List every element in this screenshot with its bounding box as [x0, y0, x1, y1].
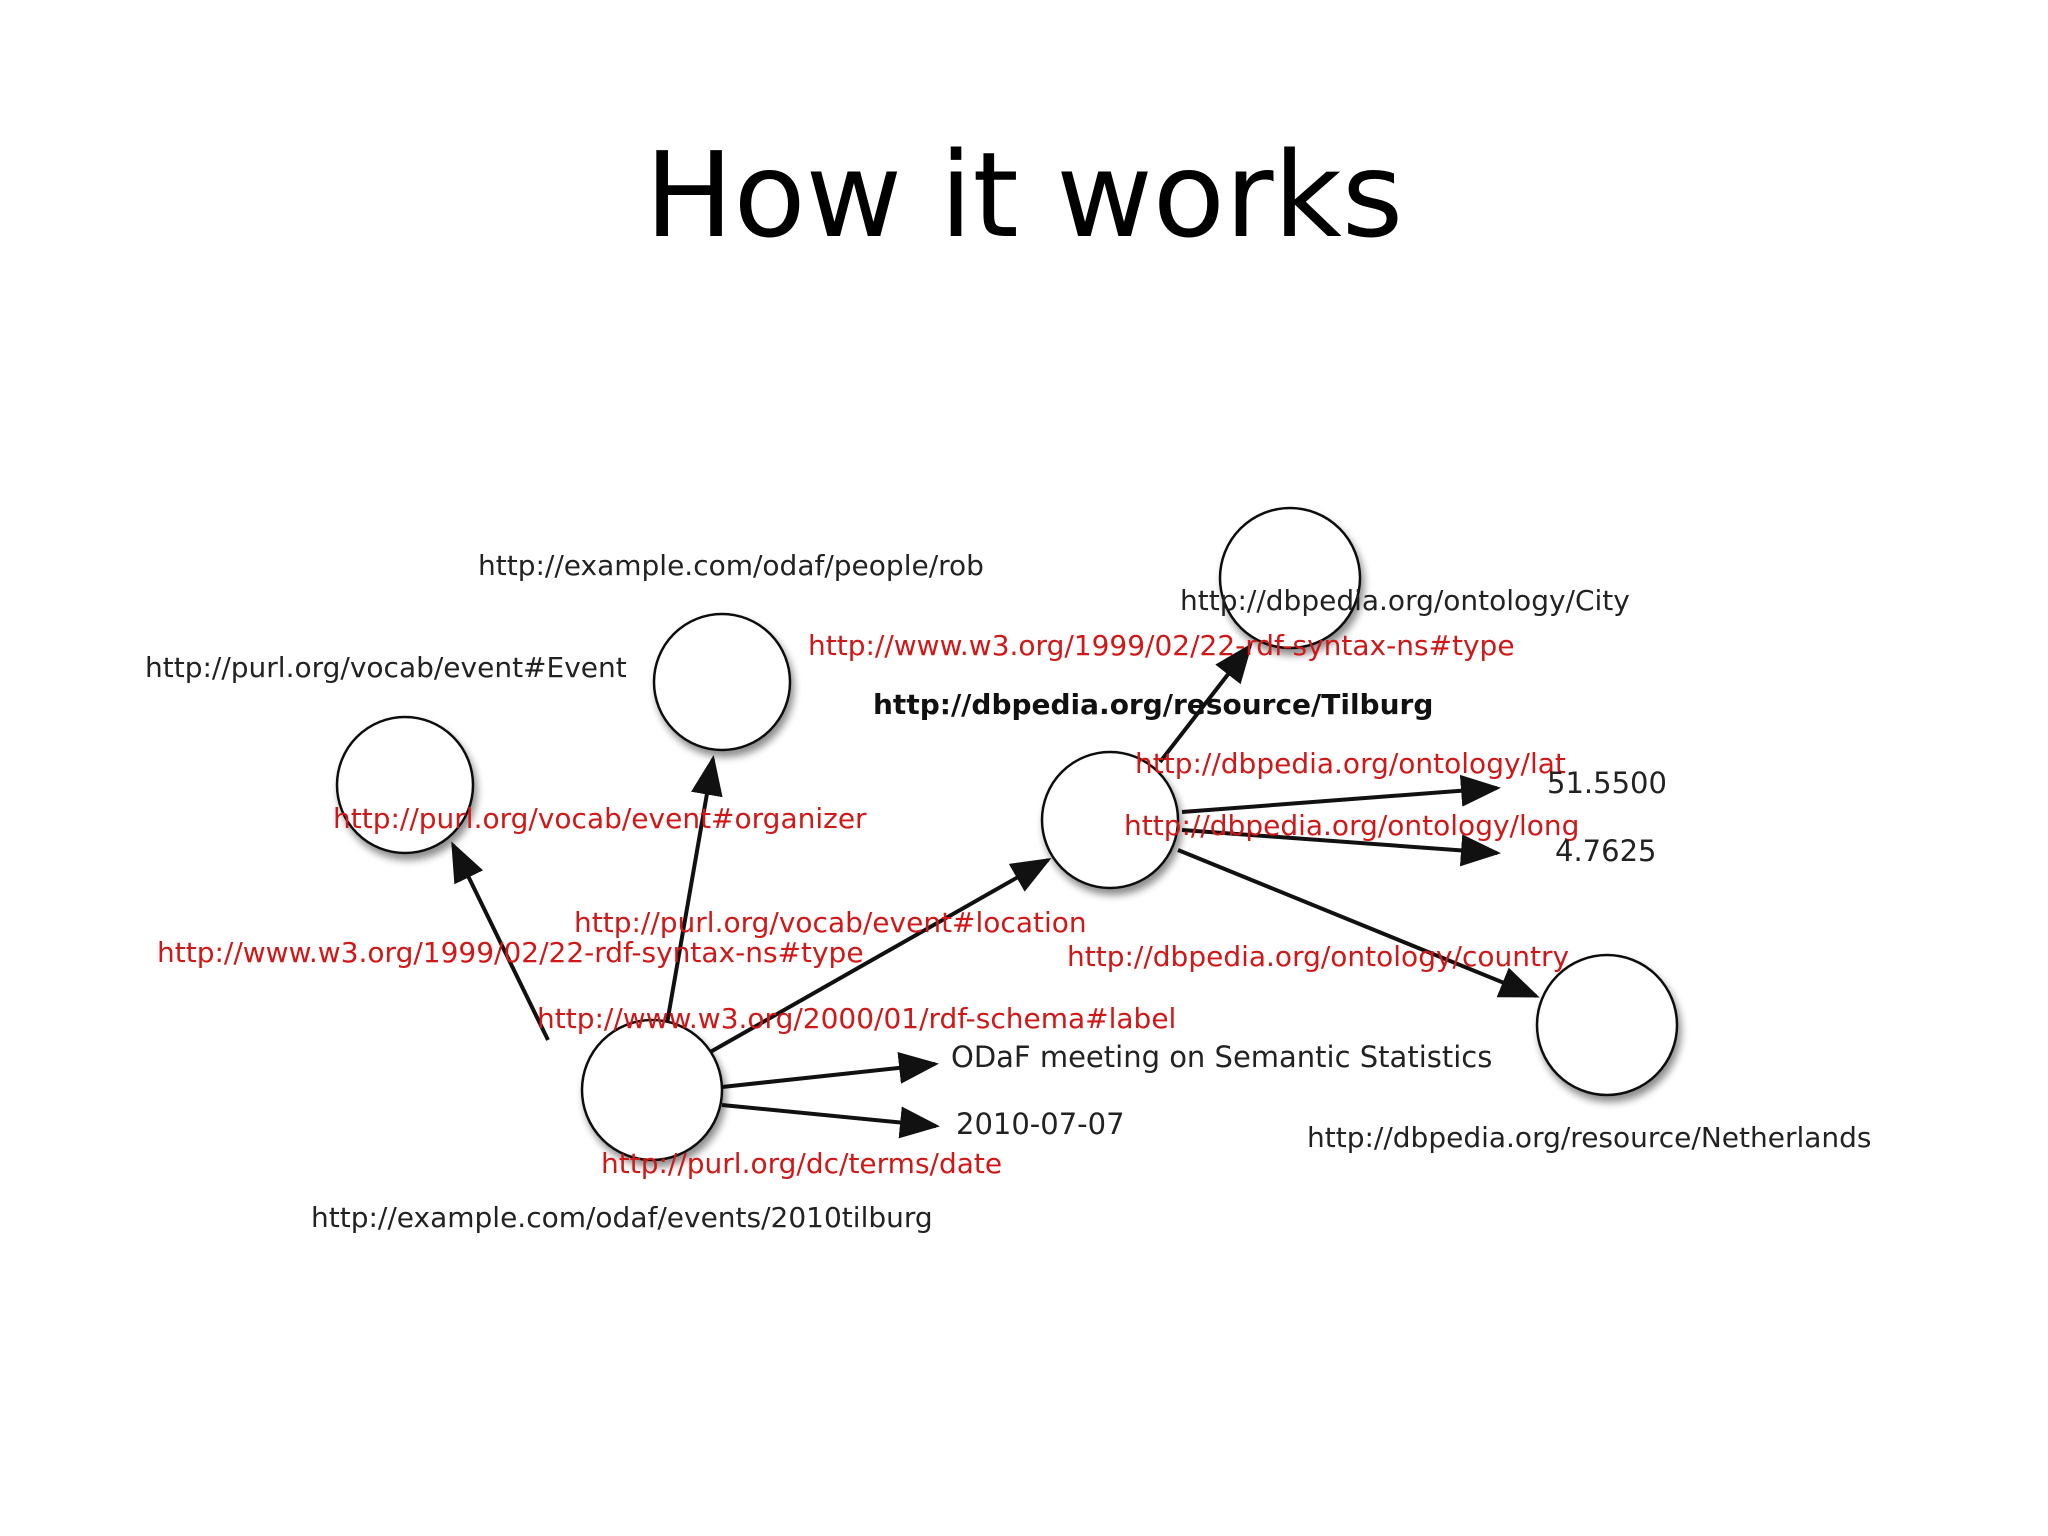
node-label-event-class: http://purl.org/vocab/event#Event: [145, 651, 627, 684]
edge-date: [721, 1103, 940, 1139]
predicate-label-event-type: http://www.w3.org/1999/02/22-rdf-syntax-…: [157, 936, 864, 969]
predicate-label-location: http://purl.org/vocab/event#location: [574, 906, 1087, 939]
edge-label: [721, 1051, 939, 1089]
node-label-rob: http://example.com/odaf/people/rob: [478, 549, 984, 582]
literal-lat: 51.5500: [1547, 766, 1667, 800]
edge-country: [1177, 848, 1540, 998]
edge-event-type: [451, 841, 550, 1041]
edge-lat: [1181, 774, 1501, 814]
node-netherlands: [1535, 953, 1679, 1097]
literal-date: 2010-07-07: [956, 1107, 1125, 1141]
predicate-label-label: http://www.w3.org/2000/01/rdf-schema#lab…: [537, 1002, 1176, 1035]
edge-location: [704, 858, 1052, 1057]
node-label-city: http://dbpedia.org/ontology/City: [1180, 584, 1630, 617]
node-city: [1218, 506, 1362, 650]
node-rob: [652, 612, 792, 752]
slide-title: How it works: [644, 126, 1404, 264]
node-tilburg: [1040, 750, 1180, 890]
node-label-event: http://example.com/odaf/events/2010tilbu…: [311, 1201, 933, 1234]
literal-label: ODaF meeting on Semantic Statistics: [951, 1040, 1492, 1074]
predicate-label-tilburg-type: http://www.w3.org/1999/02/22-rdf-syntax-…: [808, 629, 1515, 662]
predicate-label-country: http://dbpedia.org/ontology/country: [1067, 940, 1569, 973]
node-label-netherlands: http://dbpedia.org/resource/Netherlands: [1307, 1121, 1872, 1154]
predicate-label-date: http://purl.org/dc/terms/date: [601, 1147, 1002, 1180]
node-label-tilburg: http://dbpedia.org/resource/Tilburg: [873, 688, 1433, 721]
literal-long: 4.7625: [1555, 834, 1656, 868]
node-event: [580, 1018, 724, 1162]
predicate-label-long: http://dbpedia.org/ontology/long: [1124, 809, 1579, 842]
node-event-class: [335, 715, 475, 855]
edge-organizer: [663, 755, 723, 1036]
predicate-label-organizer: http://purl.org/vocab/event#organizer: [333, 802, 867, 835]
edge-tilburg-type: [1158, 642, 1253, 764]
predicate-label-lat: http://dbpedia.org/ontology/lat: [1135, 747, 1566, 780]
edge-long: [1181, 828, 1501, 867]
